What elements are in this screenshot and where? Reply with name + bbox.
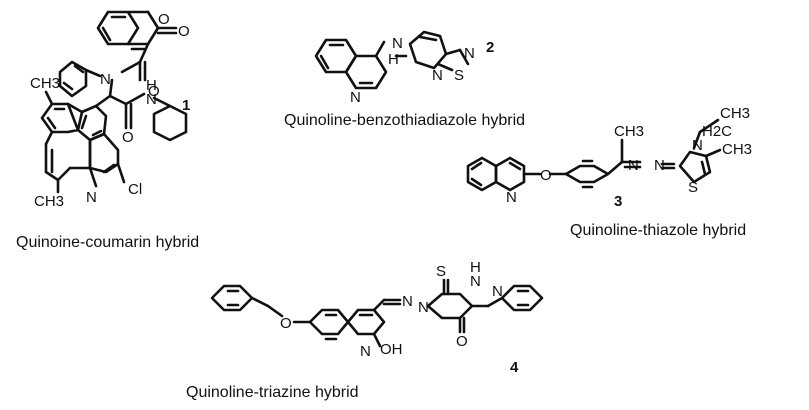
atom-n: N [86,189,97,206]
compound-number: 3 [614,193,622,210]
atom-o: O [280,315,292,332]
caption-4: Quinoline-triazine hybrid [186,384,359,401]
caption-3: Quinoline-thiazole hybrid [570,222,747,239]
atom-n: N [692,137,703,154]
atom-n: N [402,293,413,310]
atom-o: O [540,167,552,184]
atom-cl: Cl [128,181,142,198]
atom-o: O [178,23,190,40]
atom-o: O [148,83,160,100]
atom-n: N [392,35,403,52]
atom-n: N [146,91,157,108]
caption-2: Quinoline-benzothiadiazole hybrid [284,112,526,129]
atom-o: O [456,333,468,350]
structure-4: O N OH N N S H N N O 4 [210,259,544,376]
atom-h: H [388,51,399,68]
atom-n: N [350,89,361,106]
atom-n: N [464,45,475,62]
atom-o: O [122,129,134,146]
atom-n: N [418,299,429,316]
caption-1: Quinoine-coumarin hybrid [16,234,200,251]
atom-n: N [360,343,371,360]
atom-n: N [654,157,665,174]
atom-ch3: CH3 [34,193,64,210]
atom-h: H [146,77,157,94]
atom-n: N [492,283,503,300]
compound-number: 4 [510,359,519,376]
compound-number: 1 [182,97,190,114]
atom-s: S [436,263,446,280]
structure-1: O O O N O N H CH3 CH3 N Cl 1 [30,10,190,210]
atom-n: N [100,71,111,88]
atom-h: H [470,259,481,276]
compound-number: 2 [486,39,494,56]
structure-3: N O CH3 N N H2C CH3 N CH3 S 3 [466,105,752,210]
atom-n: N [628,157,639,174]
atom-o: O [158,11,170,28]
atom-s: S [688,179,698,196]
atom-oh: OH [380,341,403,358]
atom-ch3: CH3 [722,141,752,158]
atom-n: N [432,67,443,84]
atom-ch3: CH3 [614,123,644,140]
atom-h2c: H2C [702,123,732,140]
atom-ch3: CH3 [720,105,750,122]
atom-ch3: CH3 [30,75,60,92]
atom-n: N [506,189,517,206]
atom-n: N [470,273,481,290]
structure-2: N H N N N S 2 [314,30,494,106]
atom-s: S [454,67,464,84]
